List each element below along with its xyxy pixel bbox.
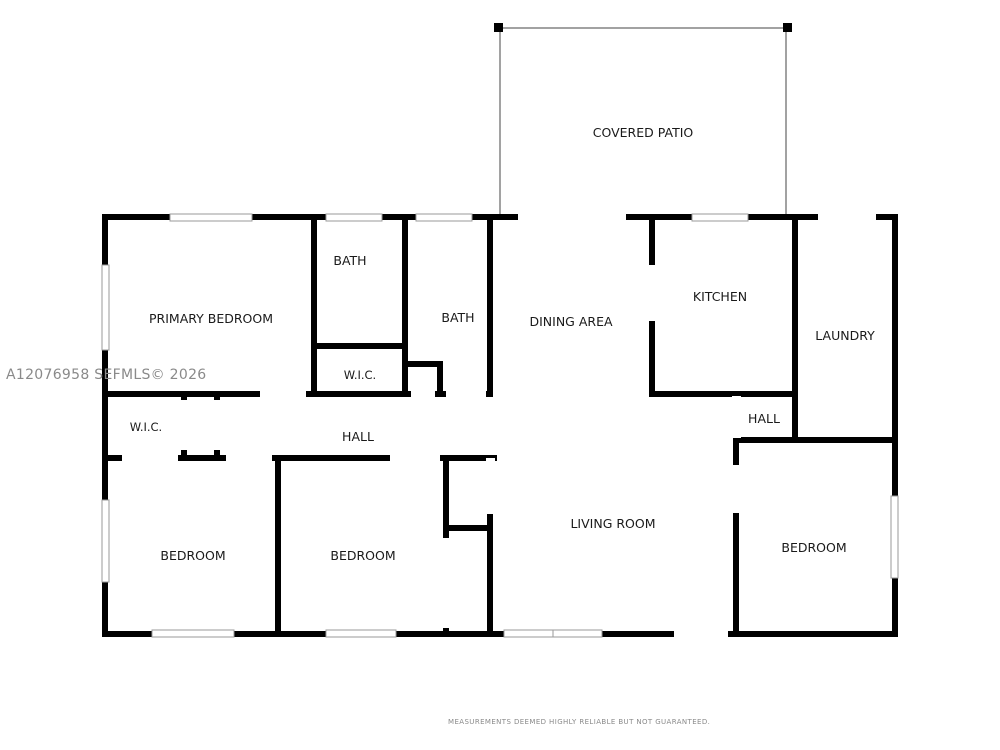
label-living-room: LIVING ROOM [570,516,655,531]
label-bedroom-1: BEDROOM [160,548,225,563]
measurement-disclaimer: MEASUREMENTS DEEMED HIGHLY RELIABLE BUT … [448,718,711,726]
label-hall-1: HALL [342,429,374,444]
label-wic-2: W.I.C. [130,420,162,434]
mls-watermark: A12076958 SEFMLS© 2026 [6,367,207,383]
windows [101,213,899,638]
room-labels: COVERED PATIO PRIMARY BEDROOM BATH BATH … [130,125,875,563]
label-laundry: LAUNDRY [815,328,875,343]
openings [122,213,876,639]
label-primary-bedroom: PRIMARY BEDROOM [149,311,273,326]
label-wic-1: W.I.C. [344,368,376,382]
label-hall-2: HALL [748,411,780,426]
label-dining-area: DINING AREA [529,314,612,329]
label-bath-2: BATH [441,310,474,325]
label-bedroom-2: BEDROOM [330,548,395,563]
label-bedroom-3: BEDROOM [781,540,846,555]
label-kitchen: KITCHEN [693,289,747,304]
label-bath-1: BATH [333,253,366,268]
label-covered-patio: COVERED PATIO [593,125,694,140]
covered-patio-outline [494,23,792,216]
